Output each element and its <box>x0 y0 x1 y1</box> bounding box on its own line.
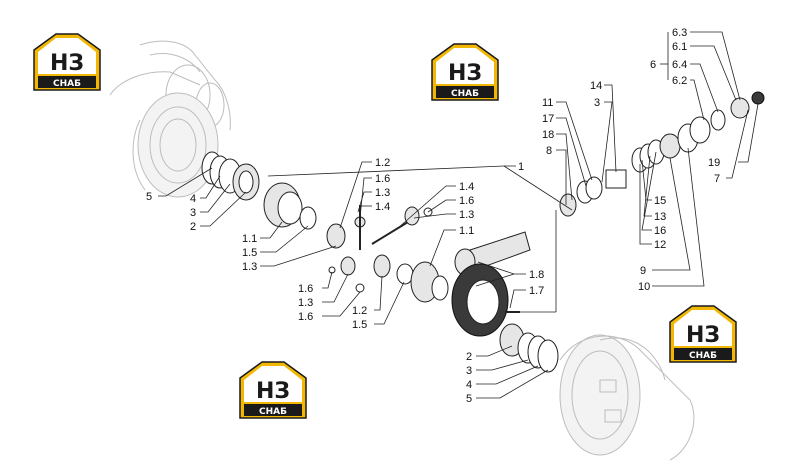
logo-caption-text: СНАБ <box>259 407 287 417</box>
label-1-7: 1.7 <box>529 285 544 297</box>
label-16: 16 <box>654 225 666 237</box>
differential-case-right <box>410 231 531 337</box>
label-1-4-right: 1.4 <box>459 181 474 193</box>
label-10: 10 <box>638 281 650 293</box>
label-1-6-low: 1.6 <box>298 283 313 295</box>
brand-logo-top-center: НЗ СНАБ <box>431 43 499 101</box>
label-6-2: 6.2 <box>672 75 687 87</box>
label-2-bot: 2 <box>466 351 472 363</box>
logo-caption-text: СНАБ <box>53 79 81 89</box>
label-1-8: 1.8 <box>529 269 544 281</box>
lower-bearing-stack <box>499 323 559 373</box>
label-1-3-left: 1.3 <box>242 261 257 273</box>
label-6-4: 6.4 <box>672 59 687 71</box>
label-19: 19 <box>708 157 720 169</box>
label-15: 15 <box>654 195 666 207</box>
label-1-3-top: 1.3 <box>375 187 390 199</box>
label-1-4-top: 1.4 <box>375 201 390 213</box>
label-1-5-left: 1.5 <box>242 247 257 259</box>
label-4-bot: 4 <box>466 379 472 391</box>
brand-logo-top-left: НЗ СНАБ <box>33 33 101 91</box>
label-12: 12 <box>654 239 666 251</box>
leader-lines <box>158 31 759 399</box>
label-1-2-low: 1.2 <box>352 305 367 317</box>
logo-mark-text: НЗ <box>686 323 720 348</box>
label-6-3: 6.3 <box>672 27 687 39</box>
label-9: 9 <box>640 265 646 277</box>
spider-gears <box>326 205 433 293</box>
logo-caption-text: СНАБ <box>451 89 479 99</box>
label-8: 8 <box>546 145 552 157</box>
label-1-1-left: 1.1 <box>242 233 257 245</box>
left-axle-housing-ghost <box>109 40 231 198</box>
label-1: 1 <box>518 161 524 173</box>
logo-mark-text: НЗ <box>448 61 482 86</box>
label-1-6-top: 1.6 <box>375 173 390 185</box>
label-17: 17 <box>542 113 554 125</box>
label-6-1: 6.1 <box>672 41 687 53</box>
label-7: 7 <box>714 173 720 185</box>
label-6: 6 <box>650 59 656 71</box>
brand-logo-bottom-left: НЗ СНАБ <box>239 361 307 419</box>
brand-logo-right: НЗ СНАБ <box>669 305 737 363</box>
label-1-5-low: 1.5 <box>352 319 367 331</box>
label-13: 13 <box>654 211 666 223</box>
part-labels: 6.3 6.1 6 6.4 6.2 19 7 14 3 11 17 18 8 1… <box>146 27 720 405</box>
label-1-2-top: 1.2 <box>375 157 390 169</box>
label-11: 11 <box>542 97 553 109</box>
right-axle-housing-ghost <box>559 334 695 461</box>
differential-case-left <box>263 182 317 230</box>
logo-mark-text: НЗ <box>256 379 290 404</box>
logo-mark-text: НЗ <box>50 51 84 76</box>
label-18: 18 <box>542 129 554 141</box>
label-3-top: 3 <box>594 97 600 109</box>
logo-caption-text: СНАБ <box>689 351 717 361</box>
label-1-6-right: 1.6 <box>459 195 474 207</box>
label-3-bot: 3 <box>466 365 472 377</box>
label-3-left: 3 <box>190 207 196 219</box>
left-bearing-stack <box>201 151 260 201</box>
label-1-6-low2: 1.6 <box>298 311 313 323</box>
label-14: 14 <box>590 80 602 92</box>
label-4-left: 4 <box>190 193 196 205</box>
label-1-3-right: 1.3 <box>459 209 474 221</box>
label-5-bot: 5 <box>466 393 472 405</box>
label-2-left: 2 <box>190 221 196 233</box>
label-1-3-low: 1.3 <box>298 297 313 309</box>
label-5-left: 5 <box>146 191 152 203</box>
label-1-1-right: 1.1 <box>459 225 474 237</box>
